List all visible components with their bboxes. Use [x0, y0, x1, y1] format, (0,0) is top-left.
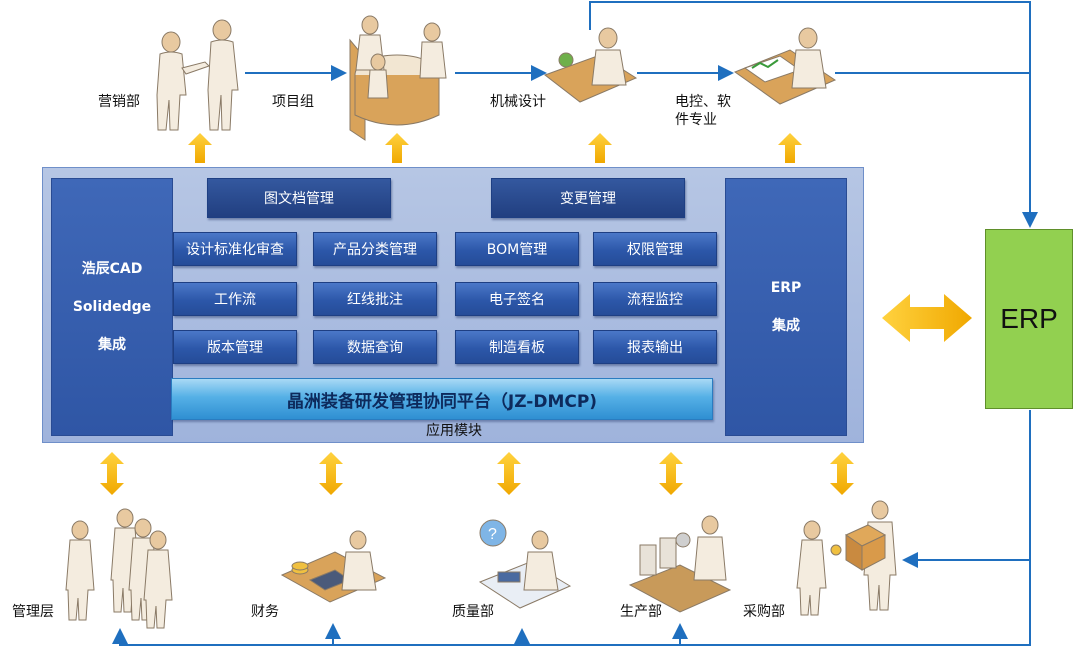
label-mechanical-design: 机械设计	[490, 94, 546, 110]
label-purchasing: 采购部	[743, 604, 785, 620]
module-manufacturing-kanban: 制造看板	[455, 330, 579, 364]
cad-integration-line1: 浩辰CAD	[81, 261, 143, 277]
cad-integration-line3: 集成	[98, 337, 126, 353]
module-product-classification: 产品分类管理	[313, 232, 437, 266]
application-modules-label: 应用模块	[426, 423, 482, 439]
finance-icon	[280, 530, 387, 603]
erp-system-box: ERP	[985, 229, 1073, 409]
yellow-double-arrow-1	[100, 452, 124, 495]
module-change-management: 变更管理	[491, 178, 685, 218]
module-version-management: 版本管理	[173, 330, 297, 364]
yellow-up-arrow-2	[385, 133, 409, 163]
label-quality: 质量部	[452, 604, 494, 620]
module-data-query: 数据查询	[313, 330, 437, 364]
module-report-output: 报表输出	[593, 330, 717, 364]
module-redline-annotation: 红线批注	[313, 282, 437, 316]
label-production: 生产部	[620, 604, 662, 620]
yellow-double-arrow-4	[659, 452, 683, 495]
platform-panel: 浩辰CAD Solidedge 集成 ERP 集成 图文档管理 变更管理 设计标…	[42, 167, 864, 443]
label-management: 管理层	[12, 604, 54, 620]
sales-people-icon	[156, 19, 239, 131]
label-finance: 财务	[251, 604, 279, 620]
erp-integration-line2: 集成	[772, 318, 800, 334]
yellow-up-arrow-3	[588, 133, 612, 163]
yellow-up-arrow-4	[778, 133, 802, 163]
module-bom-management: BOM管理	[455, 232, 579, 266]
module-workflow: 工作流	[173, 282, 297, 316]
flow-line-mech-to-erp	[589, 1, 1038, 228]
management-group-icon	[65, 508, 173, 629]
project-group-icon	[349, 15, 447, 141]
erp-integration-column: ERP 集成	[725, 178, 847, 436]
label-electrical-line1: 电控、软	[675, 94, 731, 110]
module-process-monitoring: 流程监控	[593, 282, 717, 316]
platform-banner: 晶洲装备研发管理协同平台（JZ-DMCP)	[171, 378, 713, 420]
erp-integration-line1: ERP	[770, 280, 802, 296]
cad-integration-line2: Solidedge	[72, 299, 152, 315]
flow-line-erp-to-bottom	[112, 410, 1031, 646]
module-permission-management: 权限管理	[593, 232, 717, 266]
mechanical-design-icon	[543, 27, 638, 103]
quality-icon: ?	[478, 519, 572, 609]
module-electronic-signature: 电子签名	[455, 282, 579, 316]
module-design-standard-review: 设计标准化审查	[173, 232, 297, 266]
yellow-up-arrow-1	[188, 133, 212, 163]
svg-text:?: ?	[488, 526, 497, 543]
yellow-double-arrow-2	[319, 452, 343, 495]
production-icon	[628, 515, 732, 613]
cad-integration-column: 浩辰CAD Solidedge 集成	[51, 178, 173, 436]
yellow-double-arrow-3	[497, 452, 521, 495]
yellow-double-arrow-erp	[882, 294, 972, 342]
label-project-group: 项目组	[272, 94, 314, 110]
label-electrical-line2: 件专业	[675, 112, 717, 128]
yellow-double-arrow-5	[830, 452, 854, 495]
label-sales: 营销部	[98, 94, 140, 110]
purchasing-icon	[796, 500, 897, 616]
module-document-management: 图文档管理	[207, 178, 391, 218]
electrical-software-icon	[733, 27, 837, 105]
